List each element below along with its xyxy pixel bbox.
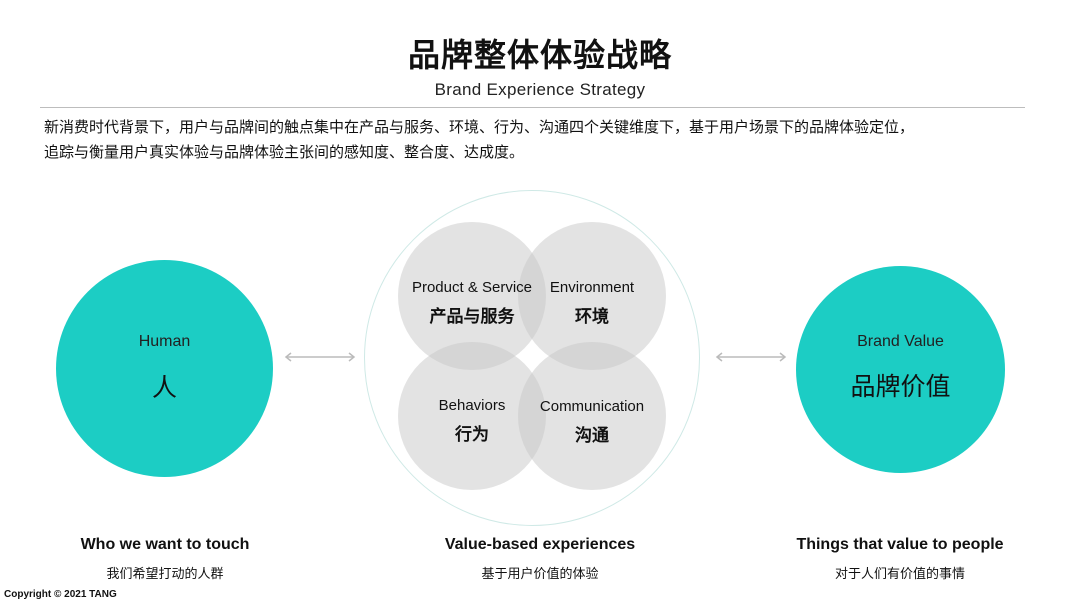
environment-zh: 环境 — [575, 307, 609, 327]
experience-outer-ring — [364, 190, 700, 526]
communication-zh: 沟通 — [575, 426, 609, 446]
double-arrow-icon — [715, 352, 787, 362]
human-label-zh: 人 — [151, 373, 177, 402]
environment-en: Environment — [549, 279, 635, 296]
intro-line-1: 新消费时代背景下，用户与品牌间的触点集中在产品与服务、环境、行为、沟通四个关键维… — [44, 118, 915, 136]
footer-experiences: Value-based experiences 基于用户价值的体验 — [390, 536, 690, 582]
page-title: 品牌整体体验战略 — [407, 36, 672, 74]
behaviors-label: Behaviors 行为 — [392, 397, 552, 445]
communication-en: Communication — [539, 398, 645, 415]
footer-human: Who we want to touch 我们希望打动的人群 — [15, 536, 315, 582]
brand-value-label-zh: 品牌价值 — [850, 372, 951, 401]
page-subtitle: Brand Experience Strategy — [434, 80, 646, 99]
copyright: Copyright © 2021 TANG — [4, 589, 117, 600]
brand-value-label-en: Brand Value — [857, 333, 944, 350]
communication-circle — [518, 342, 666, 490]
human-label-en: Human — [138, 333, 191, 350]
environment-label: Environment 环境 — [512, 279, 672, 327]
footer-experiences-zh: 基于用户价值的体验 — [481, 567, 599, 582]
product-service-label: Product & Service 产品与服务 — [392, 279, 552, 327]
divider — [40, 107, 1025, 108]
footer-experiences-en: Value-based experiences — [444, 536, 636, 553]
communication-label: Communication 沟通 — [512, 398, 672, 446]
product-service-en: Product & Service — [411, 279, 533, 296]
product-service-zh: 产品与服务 — [429, 307, 515, 327]
intro-text: 新消费时代背景下，用户与品牌间的触点集中在产品与服务、环境、行为、沟通四个关键维… — [44, 115, 1044, 165]
behaviors-zh: 行为 — [455, 425, 489, 445]
footer-brand-value: Things that value to people 对于人们有价值的事情 — [750, 536, 1050, 582]
footer-brand-value-zh: 对于人们有价值的事情 — [834, 567, 965, 582]
footer-human-zh: 我们希望打动的人群 — [106, 567, 224, 582]
behaviors-en: Behaviors — [438, 397, 506, 414]
footer-brand-value-en: Things that value to people — [796, 536, 1004, 553]
brand-value-circle: Brand Value 品牌价值 — [796, 266, 1005, 473]
double-arrow-icon — [284, 352, 356, 362]
intro-line-2: 追踪与衡量用户真实体验与品牌体验主张间的感知度、整合度、达成度。 — [44, 143, 525, 161]
human-circle: Human 人 — [56, 260, 273, 477]
footer-human-en: Who we want to touch — [80, 536, 250, 553]
